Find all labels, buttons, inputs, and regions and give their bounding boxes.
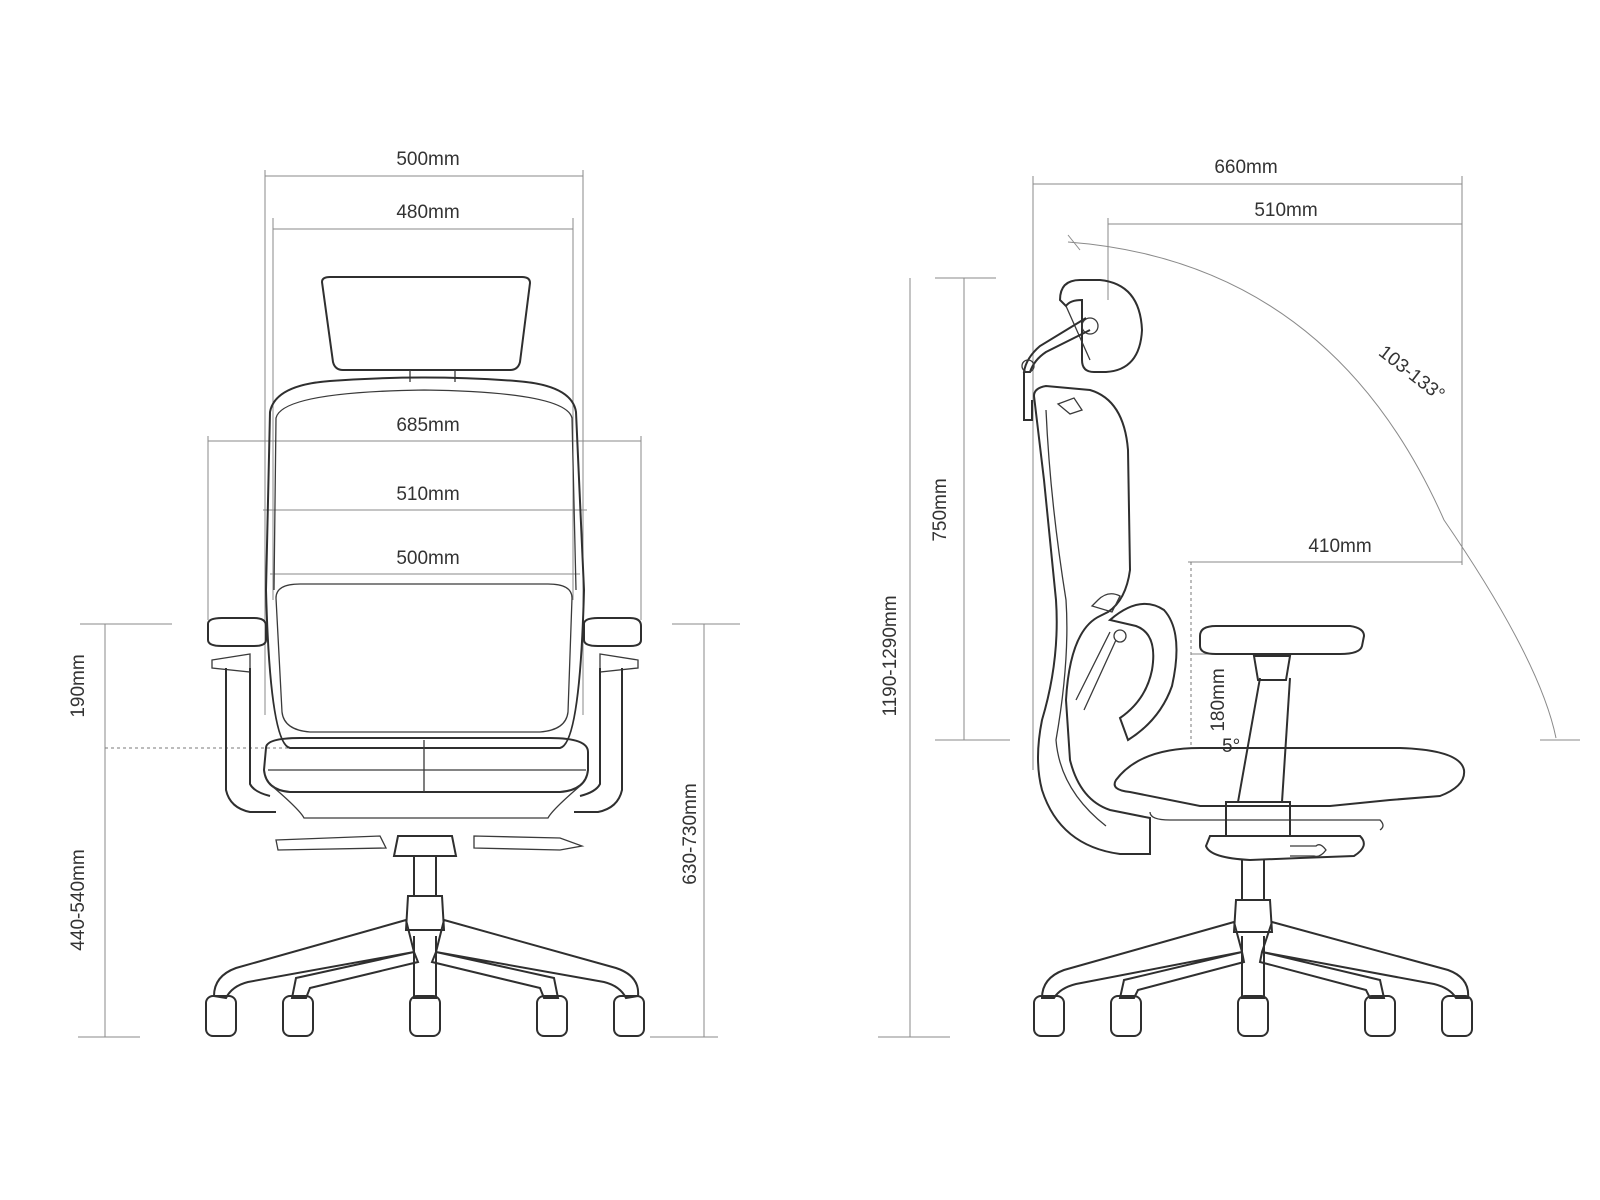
back-height-label: 750mm: [930, 478, 951, 541]
front-view: 500mm 480mm 685mm 510mm 500mm 190mm 440-…: [68, 149, 740, 1038]
backrest-front: [264, 376, 586, 749]
armrest-depth-label: 410mm: [1308, 536, 1371, 557]
seat-side: [1113, 747, 1466, 807]
headrest-side: [1058, 279, 1144, 373]
recline-arc: [1067, 241, 1557, 739]
chair-side-outline: [1021, 279, 1473, 1037]
lumbar-side: [1107, 603, 1178, 742]
side-dimension-lines: [878, 176, 1580, 1038]
recline-angle-label: 103-133°: [1374, 342, 1448, 406]
seat-front: [262, 737, 589, 793]
armrest-height-label: 190mm: [68, 654, 89, 717]
seat-tilt-label: 5°: [1222, 736, 1240, 757]
backrest-side: [1032, 384, 1151, 855]
right-armrest-front: [583, 617, 642, 647]
headrest-width-label: 480mm: [396, 202, 459, 223]
chair-front-outline: [205, 276, 645, 1037]
side-view: 660mm 510mm 103-133° 750mm 1190-1290mm 4…: [878, 157, 1580, 1038]
side-armrest-height-label: 180mm: [1208, 668, 1229, 731]
overall-width-label: 500mm: [396, 149, 459, 170]
mechanism-front: [275, 835, 585, 851]
casters-side: [1033, 995, 1473, 1037]
lumbar-front: [275, 583, 573, 733]
seat-depth-label: 510mm: [1254, 200, 1317, 221]
overall-height-label: 1190-1290mm: [880, 595, 901, 716]
backrest-width-label: 510mm: [396, 484, 459, 505]
headrest-front: [320, 276, 532, 371]
seat-height-label: 440-540mm: [68, 849, 89, 950]
gas-lift-front: [404, 856, 446, 931]
armrest-floor-height-label: 630-730mm: [680, 783, 701, 884]
seat-width-label: 500mm: [396, 548, 459, 569]
armrest-post-side: [1236, 677, 1291, 803]
star-base-side: [1040, 920, 1470, 999]
left-armrest-front: [207, 617, 267, 647]
star-base-front: [212, 918, 640, 1000]
armrest-span-label: 685mm: [396, 415, 459, 436]
mechanism-side: [1204, 835, 1365, 862]
overall-depth-label: 660mm: [1214, 157, 1277, 178]
gas-lift-side: [1232, 860, 1274, 933]
armrest-side: [1199, 625, 1366, 655]
casters-front: [205, 995, 645, 1037]
front-dimension-lines: [78, 170, 740, 1038]
